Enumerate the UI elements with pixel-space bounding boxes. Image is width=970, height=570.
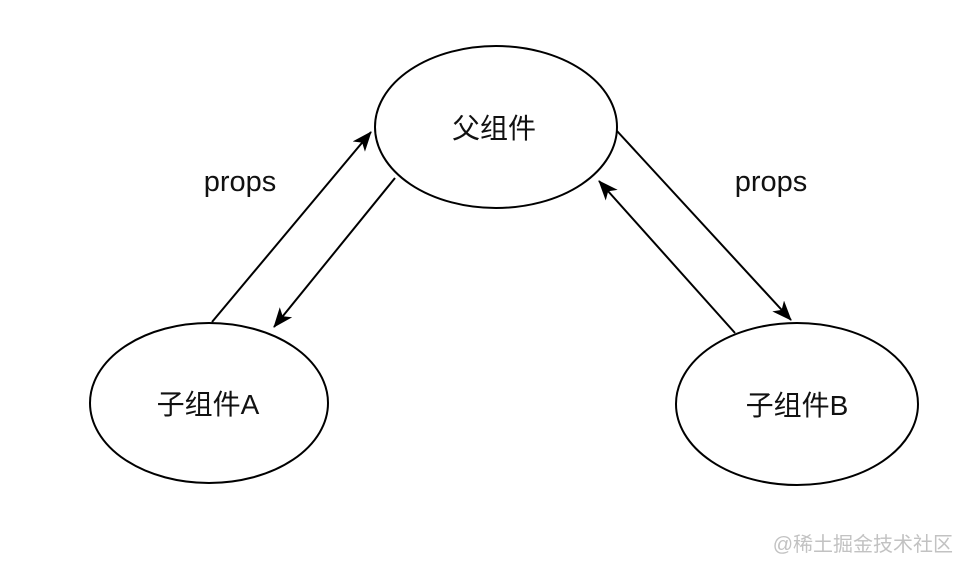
edge-label-props-left: props xyxy=(204,166,277,198)
node-child-b-label: 子组件B xyxy=(746,390,849,421)
edge-label-props-right: props xyxy=(735,166,808,198)
node-parent xyxy=(374,45,618,209)
node-parent-label: 父组件 xyxy=(452,113,536,144)
arrow-childB-to-parent xyxy=(598,180,736,334)
node-child-b xyxy=(675,322,919,486)
edge-group-right xyxy=(598,130,792,334)
arrow-parent-to-childB xyxy=(616,130,792,321)
edge-group-left xyxy=(211,131,396,328)
watermark-text: @稀土掘金技术社区 xyxy=(773,533,953,556)
arrow-parent-to-childA xyxy=(273,177,396,328)
node-child-a-label: 子组件A xyxy=(157,389,260,420)
arrow-childA-to-parent xyxy=(211,131,372,323)
node-child-a xyxy=(89,322,329,484)
